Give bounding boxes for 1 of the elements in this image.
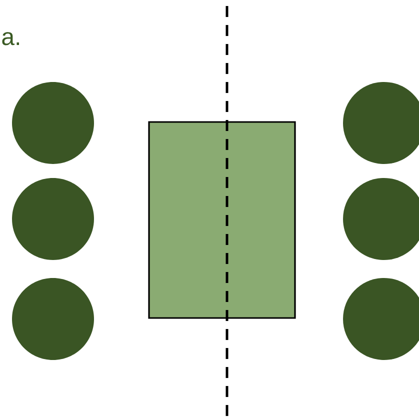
panel-label: a. [2, 32, 20, 46]
